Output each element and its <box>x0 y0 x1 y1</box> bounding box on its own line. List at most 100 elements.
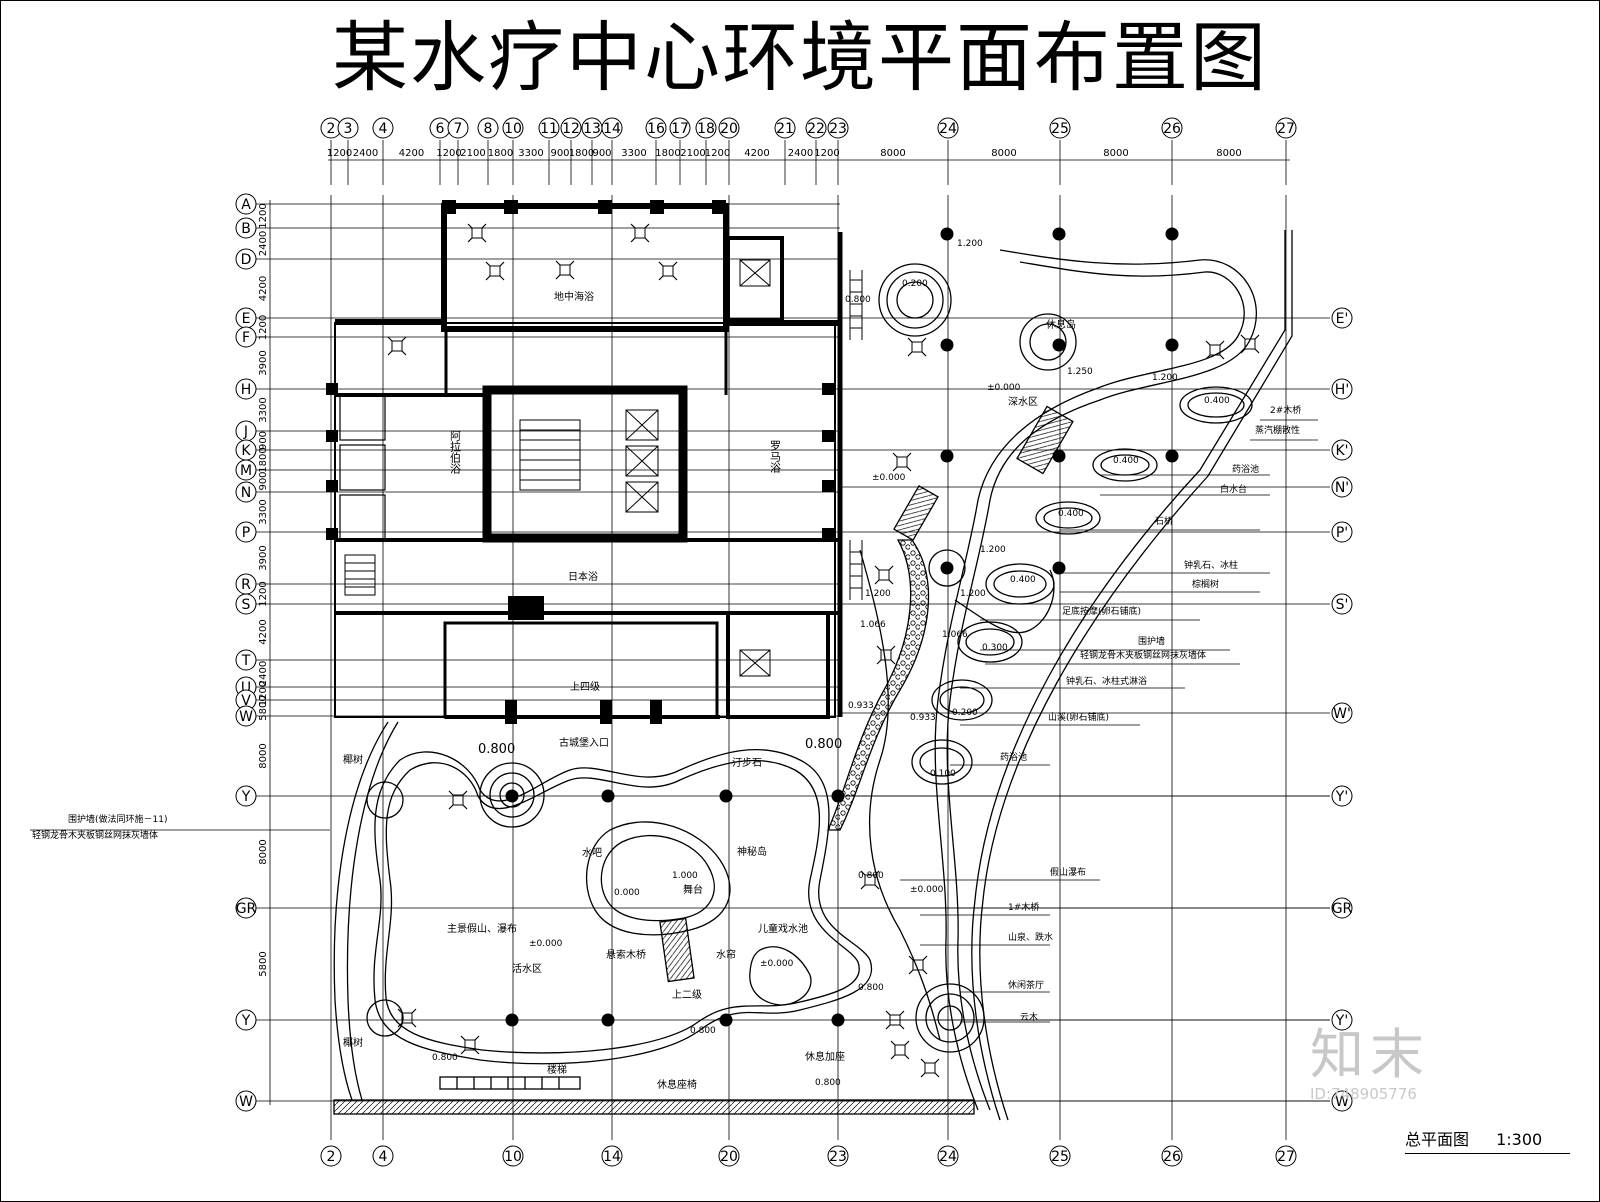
row-dimension: 1200 <box>258 581 269 606</box>
column-dimension: 2100 <box>680 148 705 159</box>
svg-text:围护墙: 围护墙 <box>1138 635 1165 647</box>
column-axis-20: 20 <box>718 117 740 139</box>
row-dimension: 3900 <box>258 545 269 570</box>
svg-text:0.933: 0.933 <box>910 713 936 723</box>
svg-text:0.400: 0.400 <box>1113 456 1139 466</box>
svg-text:8: 8 <box>484 121 493 137</box>
svg-text:16: 16 <box>647 121 665 137</box>
svg-text:Y: Y <box>241 789 251 805</box>
column-dimension: 4200 <box>744 148 769 159</box>
svg-text:药浴池: 药浴池 <box>1232 463 1259 475</box>
column-axis-12: 12 <box>560 117 582 139</box>
svg-text:休闲茶厅: 休闲茶厅 <box>1008 979 1044 991</box>
column-dimension: 1800 <box>655 148 680 159</box>
table-symbol <box>397 1008 417 1028</box>
svg-text:±0.000: ±0.000 <box>910 885 944 895</box>
svg-text:B: B <box>241 221 251 237</box>
svg-text:D: D <box>241 252 252 268</box>
column-dimension: 1200 <box>436 148 461 159</box>
grid-lines <box>256 140 1330 1140</box>
svg-text:1#木桥: 1#木桥 <box>1008 901 1039 913</box>
svg-text:主景假山、瀑布: 主景假山、瀑布 <box>447 922 517 935</box>
row-axis-Y: Y <box>235 785 257 807</box>
svg-text:20: 20 <box>720 121 738 137</box>
column-axis-17: 17 <box>669 117 691 139</box>
row-axis-D: D <box>235 248 257 270</box>
table-symbol <box>448 790 468 810</box>
structural-column <box>1165 227 1179 241</box>
row-axis-R: R <box>235 573 257 595</box>
svg-text:楼梯: 楼梯 <box>547 1063 567 1076</box>
structural-column <box>719 1013 733 1027</box>
scale-caption: 总平面图 1:300 <box>1405 1126 1577 1154</box>
svg-text:0.400: 0.400 <box>1058 509 1084 519</box>
table-symbol <box>460 1035 480 1055</box>
row-dimension: 5800 <box>258 695 269 720</box>
row-dimension: 3900 <box>258 350 269 375</box>
svg-text:椰树: 椰树 <box>343 1036 363 1049</box>
svg-text:1.066: 1.066 <box>860 620 886 630</box>
table-symbol <box>467 223 487 243</box>
svg-text:F: F <box>242 330 250 346</box>
row-dimension: 2400 <box>258 231 269 256</box>
bottom-axis-4: 4 <box>372 1145 394 1167</box>
svg-text:H': H' <box>1335 382 1349 398</box>
svg-text:蒸汽棚散性: 蒸汽棚散性 <box>1255 424 1300 436</box>
svg-text:Y: Y <box>241 1013 251 1029</box>
svg-text:Y': Y' <box>1335 789 1348 805</box>
table-symbol <box>860 870 880 890</box>
table-symbol <box>1205 340 1225 360</box>
row-dimension: 1200 <box>258 681 269 706</box>
svg-text:24: 24 <box>939 121 957 137</box>
elevation-marks: 0.800 0.800 0.800 1.200 1.200 1.200 1.20… <box>432 239 1230 1088</box>
watermark-id: ID:748905776 <box>1310 1085 1417 1103</box>
svg-text:地中海浴: 地中海浴 <box>554 290 594 303</box>
svg-text:27: 27 <box>1277 121 1295 137</box>
scale-label: 总平面图 <box>1405 1130 1470 1149</box>
structural-column <box>1052 449 1066 463</box>
svg-text:27: 27 <box>1277 1149 1295 1165</box>
column-axis-13: 13 <box>581 117 603 139</box>
row-axis-J: J <box>235 420 257 442</box>
svg-text:14: 14 <box>603 1149 621 1165</box>
row-axis-A: A <box>235 193 257 215</box>
leader-lines <box>30 419 1318 1023</box>
column-dimension: 8000 <box>880 148 905 159</box>
table-symbol <box>908 955 928 975</box>
structural-column <box>1052 561 1066 575</box>
svg-text:J: J <box>243 424 248 440</box>
column-axis-25: 25 <box>1049 117 1071 139</box>
column-dimension: 1200 <box>814 148 839 159</box>
svg-text:活水区: 活水区 <box>512 963 542 975</box>
row-axis-K: K <box>235 439 257 461</box>
bottom-axis-27: 27 <box>1275 1145 1297 1167</box>
bottom-axis-26: 26 <box>1161 1145 1183 1167</box>
svg-text:25: 25 <box>1051 121 1069 137</box>
svg-text:上四级: 上四级 <box>570 681 600 693</box>
row-dimension: 2400 <box>258 661 269 686</box>
svg-text:山溪(卵石铺底): 山溪(卵石铺底) <box>1048 711 1109 723</box>
svg-text:汀步石: 汀步石 <box>732 757 762 769</box>
svg-text:云木: 云木 <box>1020 1011 1038 1023</box>
svg-text:山泉、跌水: 山泉、跌水 <box>1008 931 1053 943</box>
svg-text:深水区: 深水区 <box>1008 396 1038 408</box>
row-axis-T: T <box>235 649 257 671</box>
svg-text:0.400: 0.400 <box>1204 396 1230 406</box>
svg-text:1.200: 1.200 <box>1152 373 1178 383</box>
row-axis-N: N <box>235 481 257 503</box>
svg-text:7: 7 <box>454 121 463 137</box>
svg-text:1.200: 1.200 <box>865 589 891 599</box>
structural-column <box>601 1013 615 1027</box>
row-dimension: 8000 <box>258 743 269 768</box>
svg-text:休息岛: 休息岛 <box>1046 318 1076 331</box>
svg-text:Y': Y' <box>1335 1013 1348 1029</box>
svg-text:GR: GR <box>1332 901 1353 917</box>
svg-text:0.800: 0.800 <box>858 871 884 881</box>
right-axis-P': P' <box>1331 521 1353 543</box>
svg-text:R: R <box>241 577 251 593</box>
svg-text:13: 13 <box>583 121 601 137</box>
